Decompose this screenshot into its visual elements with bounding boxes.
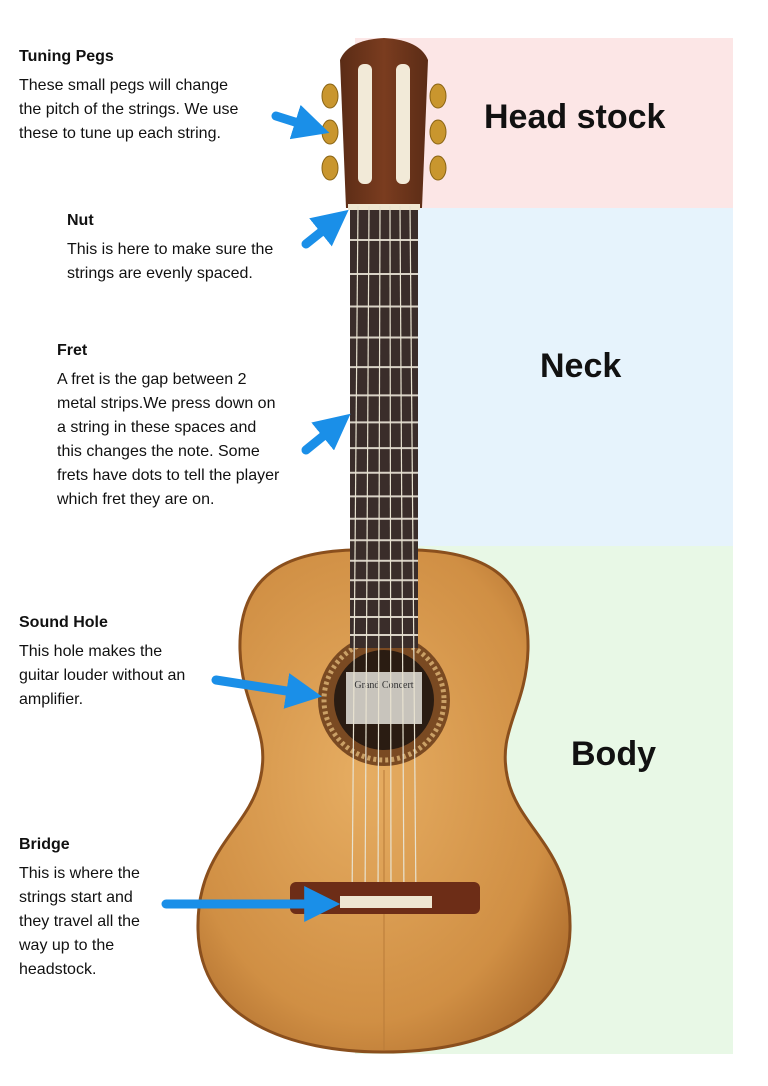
fretboard [350,208,418,648]
tuning-pegs-title: Tuning Pegs [19,48,114,65]
maker-label-text: Grand Concert [354,680,413,691]
fret-line: frets have dots to tell the player [57,467,280,484]
bridge-line: way up to the [19,937,115,954]
bridge-line: strings start and [19,889,133,906]
bridge-line: This is where the [19,865,140,882]
fret-line: a string in these spaces and [57,419,257,436]
body-zone-label: Body [571,735,656,773]
bridge-line: headstock. [19,961,97,978]
neck-zone-label: Neck [540,347,622,385]
sound-hole-line: amplifier. [19,691,84,708]
sound-hole-line: guitar louder without an [19,667,186,684]
headstock-zone-label: Head stock [484,98,666,136]
fret-line: which fret they are on. [57,491,215,508]
bridge-note: Bridge This is where the strings start a… [19,834,179,982]
sound-hole-note: Sound Hole This hole makes the guitar lo… [19,612,229,712]
maker-label [346,672,422,724]
nut-title: Nut [67,212,94,229]
nut [348,204,420,210]
bridge-title: Bridge [19,836,70,853]
fret-title: Fret [57,342,88,359]
sound-hole-title: Sound Hole [19,614,108,631]
sound-hole-line: This hole makes the [19,643,163,660]
bridge-line: they travel all the [19,913,140,930]
fret-line: A fret is the gap between 2 [57,371,247,388]
tuning-pegs-line: these to tune up each string. [19,125,221,142]
tuning-pegs-note: Tuning Pegs These small pegs will change… [19,46,289,146]
tuning-pegs-arrow-icon [271,104,330,140]
sound-hole-arrow-icon [211,673,323,709]
fret-arrow-icon [301,413,351,455]
tuning-pegs-line: These small pegs will change [19,77,228,94]
nut-line: This is here to make sure the [67,241,274,258]
nut-line: strings are evenly spaced. [67,265,253,282]
nut-arrow-icon [301,209,349,249]
fret-line: this changes the note. Some [57,443,260,460]
fret-note: Fret A fret is the gap between 2 metal s… [57,340,327,512]
nut-note: Nut This is here to make sure the string… [67,210,317,286]
fret-line: metal strips.We press down on [57,395,276,412]
tuning-pegs-line: the pitch of the strings. We use [19,101,239,118]
